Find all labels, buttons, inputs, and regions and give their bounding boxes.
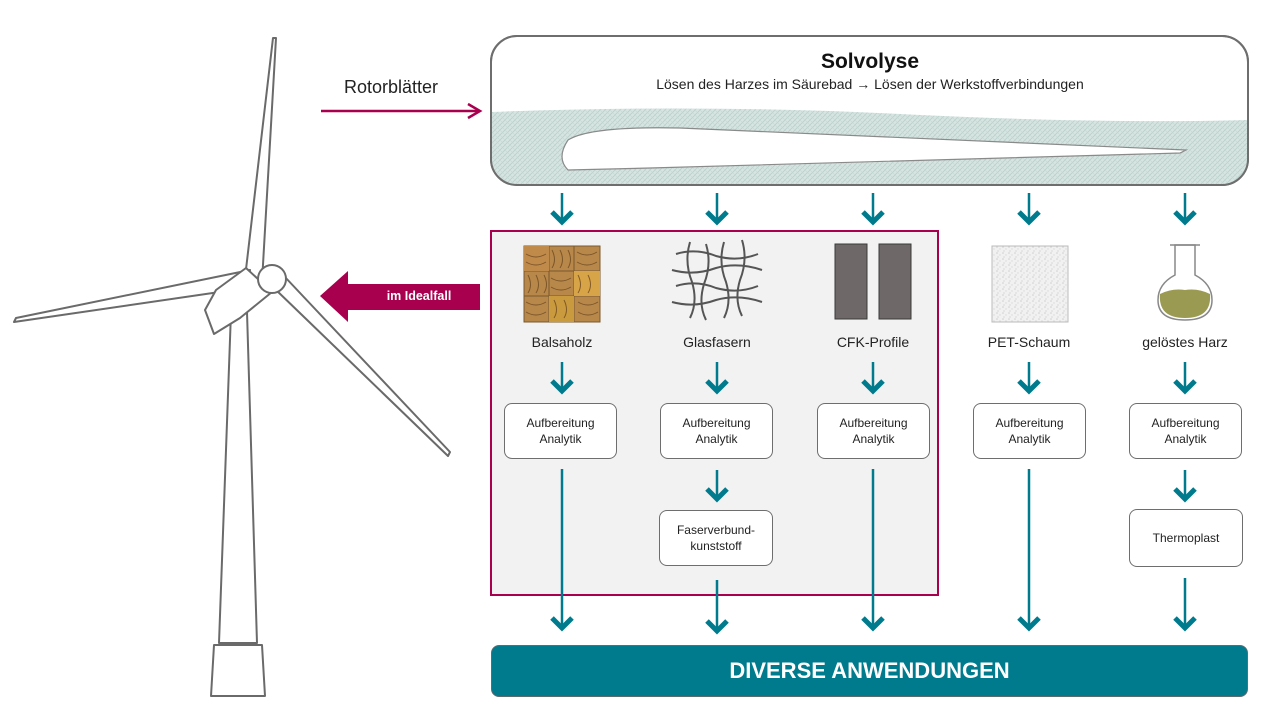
process-title: Solvolyse (820, 50, 920, 73)
step-box-thermoplastic: Thermoplast (1129, 509, 1243, 567)
material-label-glass: Glasfasern (683, 334, 751, 350)
step-box-resin-processing: Aufbereitung Analytik (1129, 403, 1242, 459)
step-line: Analytik (1008, 432, 1051, 446)
wind-turbine-illustration (13, 37, 451, 697)
pet-foam-icon (991, 245, 1069, 323)
step-box-balsa-processing: Aufbereitung Analytik (504, 403, 617, 459)
bottom-arrows (550, 469, 1197, 635)
flask-icon (1157, 244, 1213, 321)
step-box-fiber-composite: Faserverbund- kunststoff (659, 510, 773, 566)
top-arrows (550, 193, 1197, 226)
material-label-pet: PET-Schaum (987, 334, 1071, 350)
submerged-rotor-blade (561, 127, 1189, 171)
step-line: Analytik (852, 432, 895, 446)
output-bar: DIVERSE ANWENDUNGEN (491, 645, 1248, 697)
material-label-resin: gelöstes Harz (1142, 334, 1228, 350)
step-box-glass-processing: Aufbereitung Analytik (660, 403, 773, 459)
process-subtitle: Lösen des Harzes im Säurebad → Lösen der… (656, 76, 1084, 92)
step-line: Aufbereitung (682, 416, 751, 430)
ideal-case-arrow (320, 271, 480, 322)
glass-fiber-mesh-icon (671, 239, 763, 321)
solvolysis-tank (490, 35, 1249, 186)
step-box-cfk-processing: Aufbereitung Analytik (817, 403, 930, 459)
rotor-blades-label: Rotorblätter (344, 77, 439, 97)
cfk-profile-icon (834, 243, 912, 320)
step-line: Aufbereitung (839, 416, 908, 430)
turbine-foundation (210, 644, 266, 697)
mid-arrows (550, 362, 1197, 503)
step-line: Analytik (1164, 432, 1207, 446)
step-line: Aufbereitung (1151, 416, 1220, 430)
ideal-case-label: im Idealfall (386, 289, 452, 303)
step-line: Aufbereitung (526, 416, 595, 430)
step-line: Faserverbund- (676, 523, 756, 537)
step-line: Thermoplast (1152, 531, 1220, 545)
step-line: Analytik (539, 432, 582, 446)
material-label-balsa: Balsaholz (531, 334, 593, 350)
step-line: kunststoff (690, 539, 742, 553)
turbine-hub (257, 264, 287, 294)
step-line: Analytik (695, 432, 738, 446)
material-label-cfk: CFK-Profile (836, 334, 910, 350)
step-line: Aufbereitung (995, 416, 1064, 430)
step-box-pet-processing: Aufbereitung Analytik (973, 403, 1086, 459)
output-label: DIVERSE ANWENDUNGEN (729, 658, 1010, 683)
balsa-wood-icon (523, 245, 601, 323)
input-arrow (321, 102, 483, 120)
